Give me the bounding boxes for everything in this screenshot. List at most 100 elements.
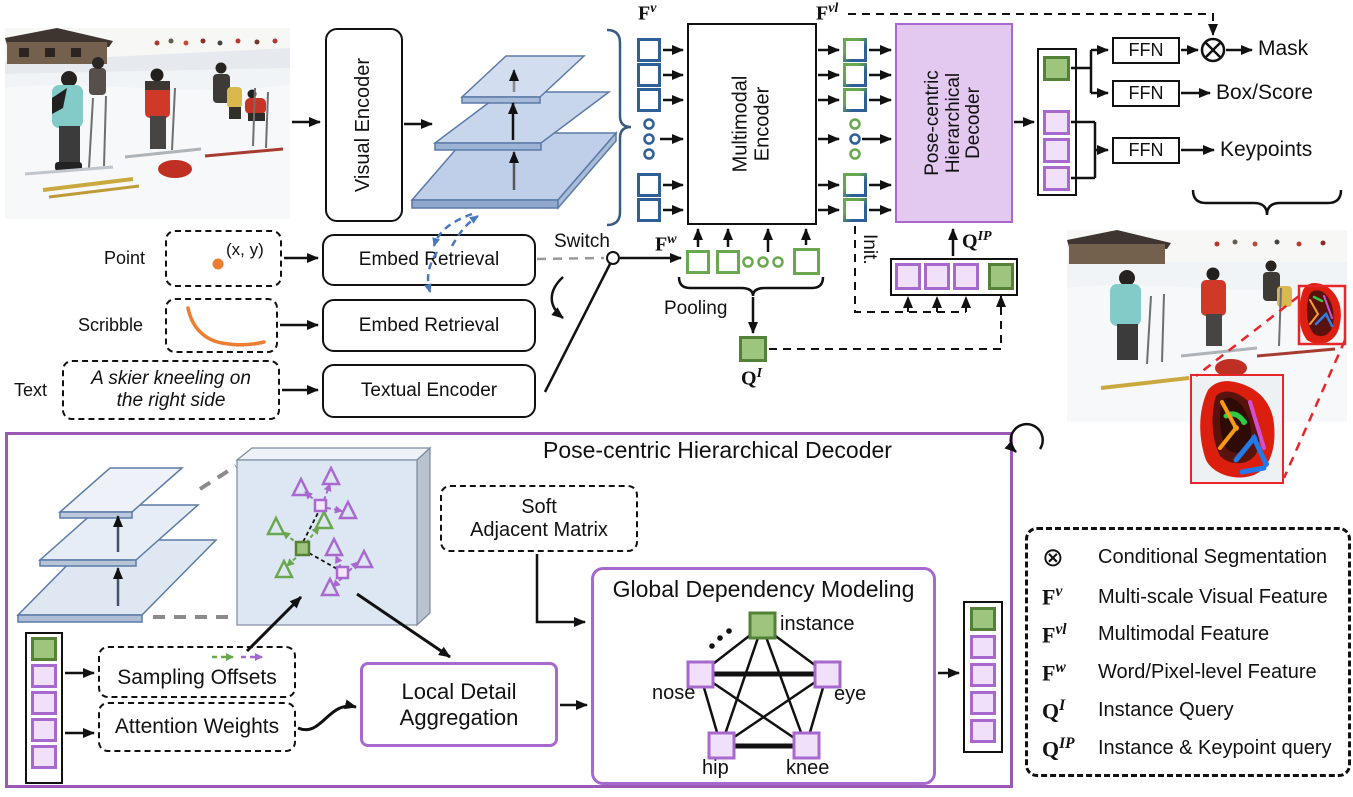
fw-token xyxy=(716,250,740,274)
fv-label: Fv xyxy=(638,1,657,25)
keypoints-output-label: Keypoints xyxy=(1220,138,1313,161)
legend-row-qip: QIP Instance & Keypoint query xyxy=(1042,735,1334,762)
fv-token xyxy=(637,88,661,112)
instance-query-token xyxy=(970,607,996,631)
node-label-nose: nose xyxy=(652,682,696,704)
pose-decoder-line1: Pose-centric xyxy=(922,70,944,176)
sampling-offsets-box: Sampling Offsets xyxy=(98,646,296,698)
crowd-dots xyxy=(1214,239,1326,247)
legend-row-fw: Fw Word/Pixel-level Feature xyxy=(1042,659,1334,686)
embed-retrieval-label: Embed Retrieval xyxy=(358,249,500,270)
soft-adjacent-line2: Adjacent Matrix xyxy=(470,518,608,541)
pose-decoder-line3: Decoder xyxy=(963,87,985,159)
multimodal-encoder-line2: Encoder xyxy=(751,86,773,162)
outputs-brace xyxy=(1191,189,1343,216)
box-score-output-label: Box/Score xyxy=(1216,81,1313,104)
text-prompt-line1: A skier kneeling on xyxy=(91,368,251,390)
ffn-label: FFN xyxy=(1128,140,1164,160)
switch-label: Switch xyxy=(554,231,610,252)
fw-to-encoder-arrows xyxy=(693,228,811,252)
pooling-label: Pooling xyxy=(664,298,728,319)
iteration-loop-icon xyxy=(1004,422,1044,453)
legend-label: Multimodal Feature xyxy=(1098,623,1270,646)
ffn-mask-box: FFN xyxy=(1112,37,1180,64)
keypoint-query-token xyxy=(1043,166,1070,191)
keypoint-query-token xyxy=(1043,138,1070,163)
node-label-eye: eye xyxy=(834,683,867,705)
ffn-label: FFN xyxy=(1128,83,1164,103)
text-label: Text xyxy=(14,380,48,400)
fv-token xyxy=(637,198,661,222)
keypoint-query-token xyxy=(924,263,950,290)
node-label-instance: instance xyxy=(780,613,855,635)
crowd-dots xyxy=(154,38,278,46)
instance-query-square xyxy=(739,336,767,362)
point-prompt-box xyxy=(165,230,282,287)
fvl-token xyxy=(843,173,867,197)
fw-dots xyxy=(742,256,784,268)
input-image-scene xyxy=(5,28,290,219)
multimodal-encoder-line1: Multimodal xyxy=(729,75,752,173)
fvl-token xyxy=(843,198,867,222)
scribble-label: Scribble xyxy=(78,315,144,335)
fv-dots xyxy=(643,118,655,160)
fv-token xyxy=(637,63,661,87)
switch-dashed-line xyxy=(536,256,605,261)
fvl-token xyxy=(843,63,867,87)
keypoint-query-token xyxy=(31,718,57,742)
keypoint-query-token xyxy=(953,263,979,290)
fv-symbol: Fv xyxy=(1042,583,1063,610)
ffn-label: FFN xyxy=(1128,40,1164,60)
legend-label: Multi-scale Visual Feature xyxy=(1098,585,1328,608)
sampling-offsets-label: Sampling Offsets xyxy=(117,665,277,689)
global-dependency-modeling-box: Global Dependency Modeling xyxy=(591,567,936,785)
switch-rotate-arrow xyxy=(550,276,564,319)
embed-retrieval-box-1: Embed Retrieval xyxy=(322,234,536,286)
keypoint-query-token xyxy=(1043,110,1070,135)
instance-query-token xyxy=(988,263,1014,290)
legend-row-conditional-segmentation: ⊗ Conditional Segmentation xyxy=(1042,542,1334,573)
otimes-icon: ⊗ xyxy=(1042,542,1064,572)
qi-to-qip-dashed xyxy=(769,295,1006,350)
visual-encoder-label: Visual Encoder xyxy=(352,57,375,193)
text-prompt-line2: the right side xyxy=(116,390,226,411)
legend-label: Instance Query xyxy=(1098,699,1234,722)
node-label-knee: knee xyxy=(786,757,830,779)
keypoint-query-token xyxy=(895,263,921,290)
switch-pivot xyxy=(606,251,620,265)
instance-query-token xyxy=(31,637,57,661)
embed-retrieval-box-2: Embed Retrieval xyxy=(322,299,536,352)
legend-box: ⊗ Conditional Segmentation Fv Multi-scal… xyxy=(1025,527,1351,777)
pose-decoder-box: Pose-centric Hierarchical Decoder xyxy=(895,23,1013,223)
legend-label: Conditional Segmentation xyxy=(1098,546,1328,568)
scribble-prompt-box xyxy=(165,298,278,353)
fvl-label: Fvl xyxy=(816,1,839,25)
fv-brace xyxy=(606,28,632,227)
qip-symbol: QIP xyxy=(1042,734,1075,761)
point-label: Point xyxy=(104,248,146,268)
conditional-segmentation-icon xyxy=(1200,37,1226,63)
pooling-brace xyxy=(677,276,825,297)
fvl-dots xyxy=(849,118,861,160)
multimodal-encoder-box: Multimodal Encoder xyxy=(687,23,817,225)
keypoint-query-token xyxy=(970,691,996,715)
fvl-symbol: Fvl xyxy=(1042,621,1067,648)
point-coords-label: (x, y) xyxy=(226,240,264,259)
keypoint-query-token xyxy=(31,691,57,715)
legend-row-qi: QI Instance Query xyxy=(1042,697,1334,724)
legend-row-fvl: Fvl Multimodal Feature xyxy=(1042,621,1334,648)
embed-retrieval-label: Embed Retrieval xyxy=(358,314,500,336)
text-prompt-box: A skier kneeling on the right side xyxy=(62,360,280,420)
pose-skeleton xyxy=(1218,400,1269,475)
keypoint-query-token xyxy=(970,663,996,687)
feature-pyramid xyxy=(410,55,618,211)
keypoint-query-token xyxy=(31,664,57,688)
textual-encoder-box: Textual Encoder xyxy=(322,364,536,418)
segmented-skier xyxy=(1299,282,1341,344)
attention-weights-label: Attention Weights xyxy=(114,714,280,738)
legend-label: Word/Pixel-level Feature xyxy=(1098,661,1317,684)
mask-output-label: Mask xyxy=(1258,37,1309,60)
textual-encoder-label: Textual Encoder xyxy=(360,380,498,401)
decoder-detail-panel xyxy=(5,432,1013,788)
output-zoom-inset xyxy=(1190,374,1284,484)
